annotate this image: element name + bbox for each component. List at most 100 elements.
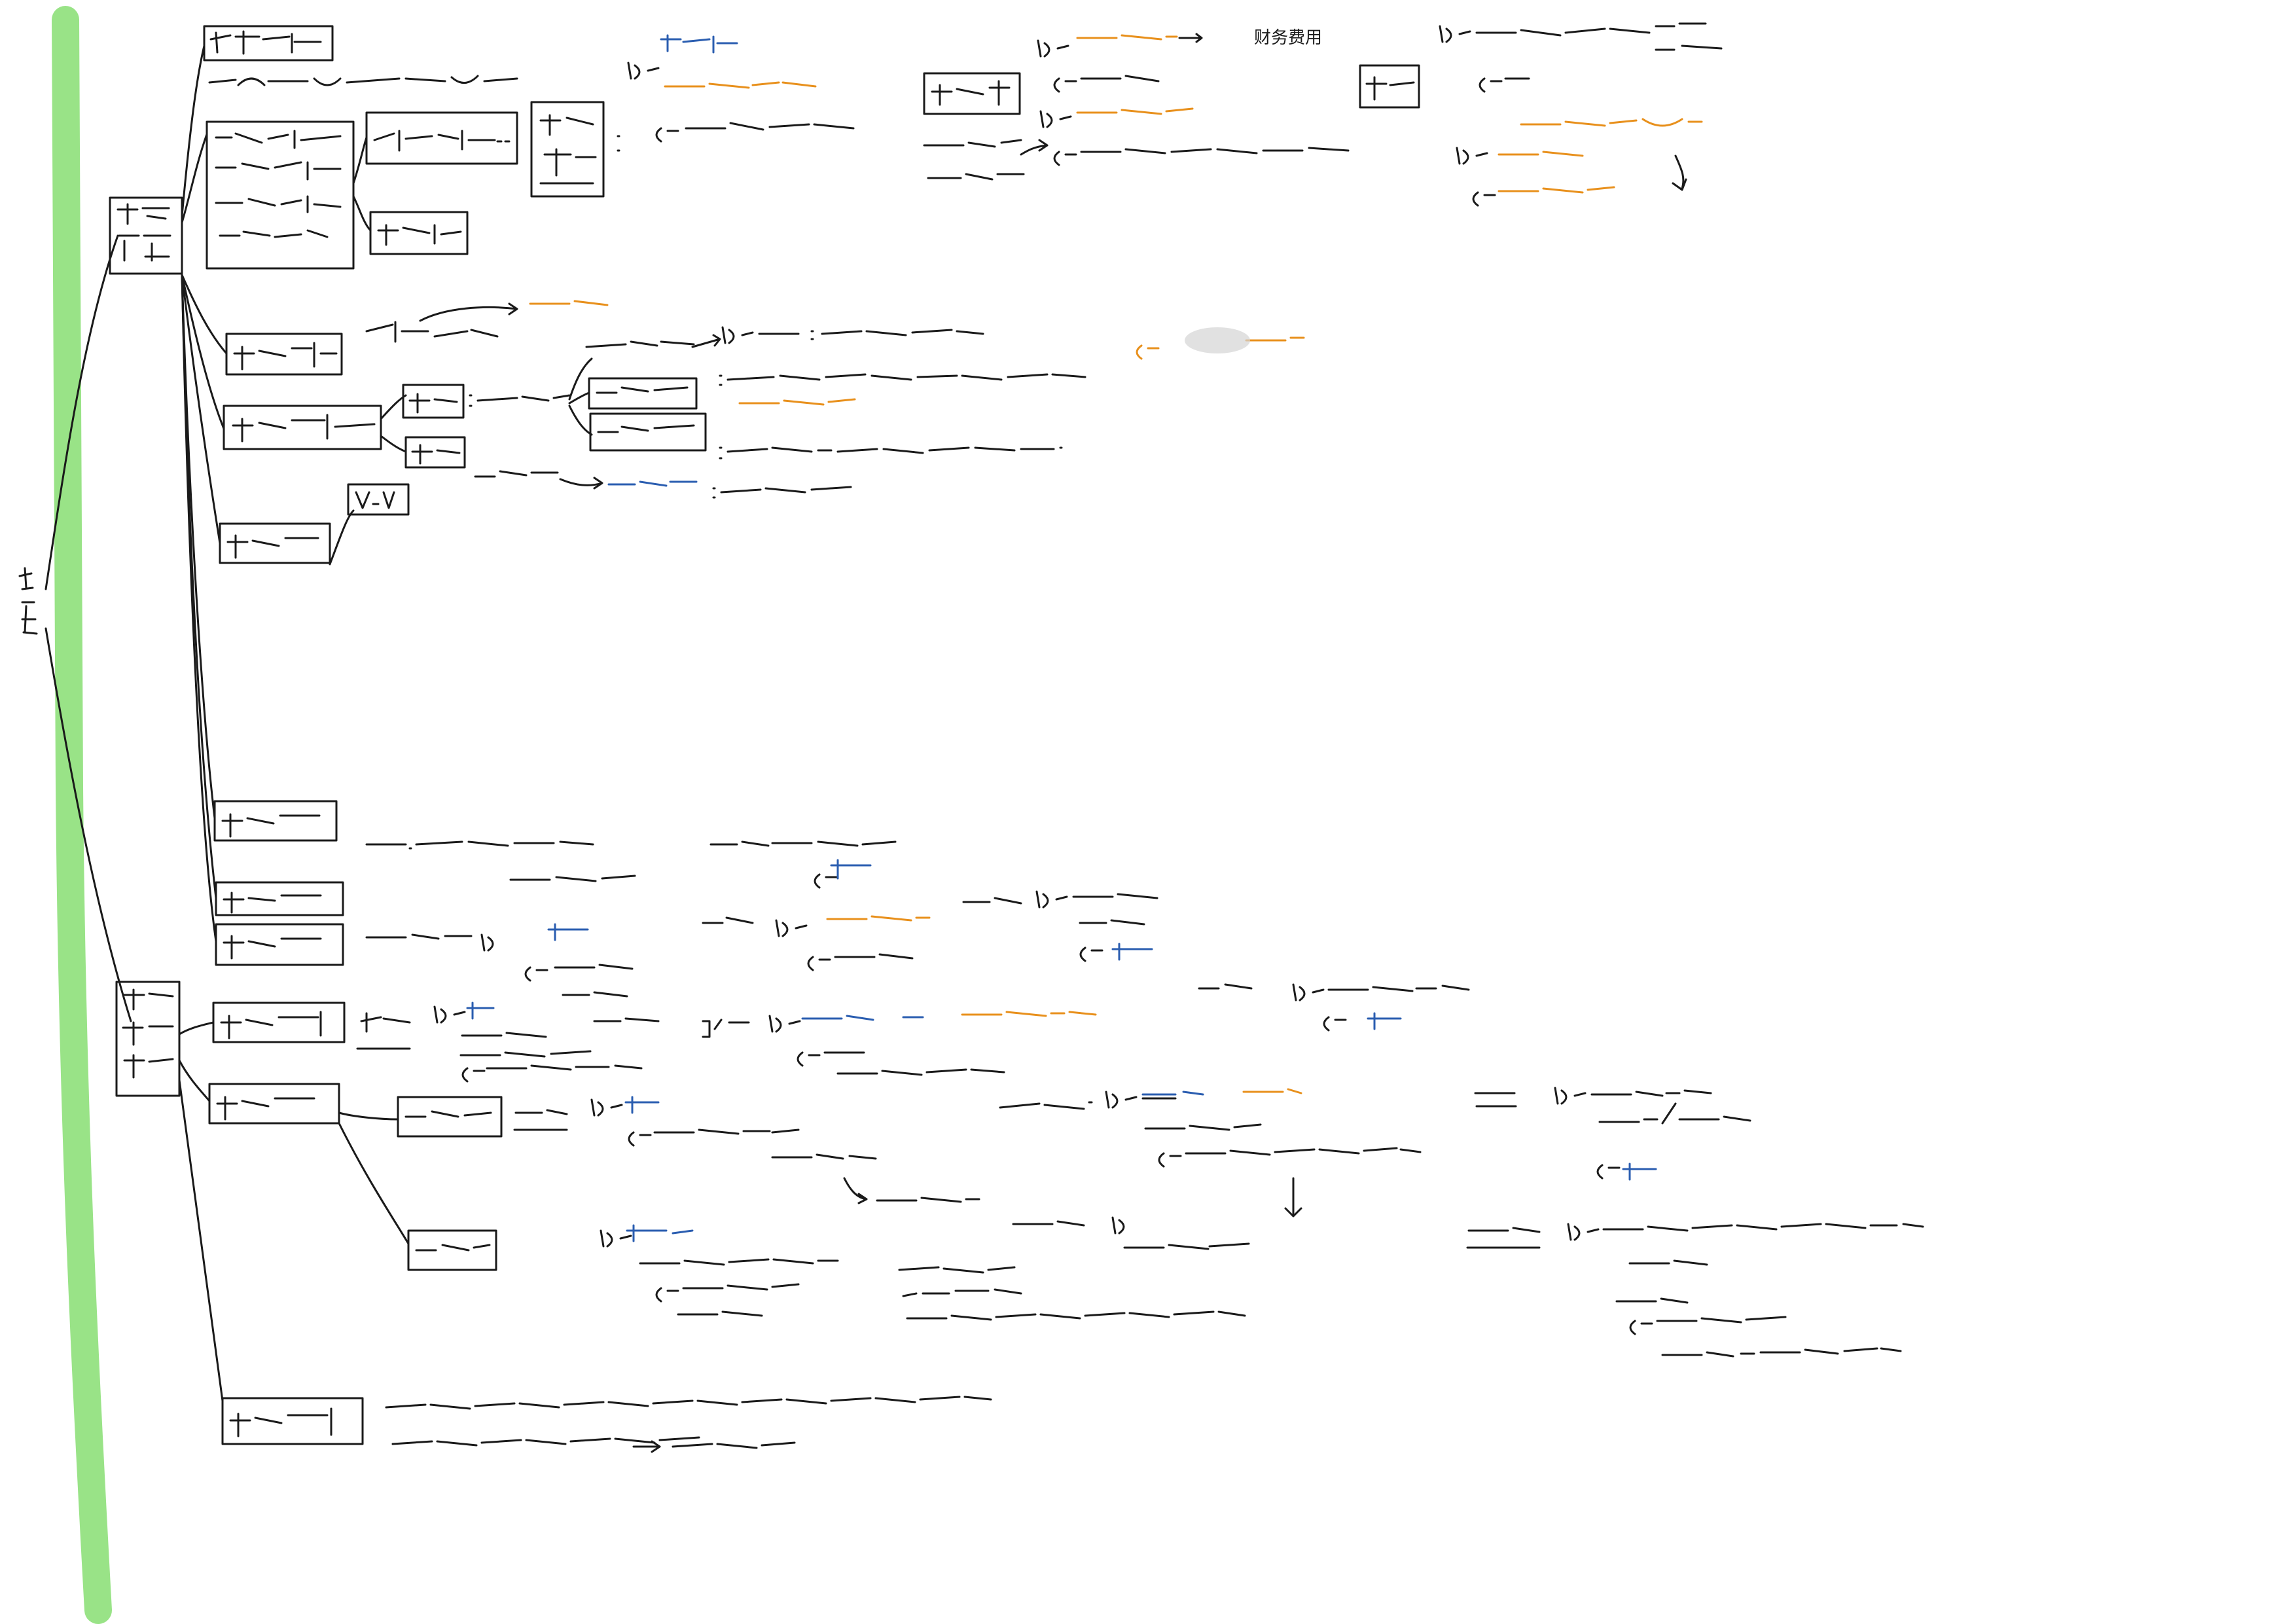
ink-orange-financing bbox=[826, 915, 931, 922]
connector-bonds-convertible bbox=[338, 1122, 410, 1245]
ink-ltloan-bs bbox=[702, 1015, 801, 1038]
ink-cash-discount bbox=[596, 386, 689, 394]
ink-designated bbox=[373, 130, 511, 152]
ink-ltloan-bs-cr bbox=[797, 1051, 1005, 1076]
ink-bond-repay-lines bbox=[1598, 1102, 1751, 1125]
ink-ltloan-repay-cr bbox=[1323, 1016, 1347, 1032]
ink-interest-payable bbox=[221, 813, 321, 838]
green-highlighter-stroke bbox=[51, 6, 112, 1624]
node-debt-waived bbox=[589, 412, 707, 452]
ink-option-discount bbox=[585, 340, 695, 348]
ink-blue-bank bbox=[660, 34, 738, 54]
ink-colon bbox=[617, 135, 620, 152]
ink-fvtpl-liabilities bbox=[215, 130, 342, 238]
ink-conversion-lines bbox=[1615, 1259, 1902, 1358]
node-taxes-payable bbox=[219, 522, 331, 564]
ink-notes-interest bbox=[365, 321, 499, 343]
ink-trading bbox=[377, 224, 462, 246]
connector-current-payables bbox=[181, 274, 225, 430]
connector-noncurrent-bonds bbox=[178, 1059, 211, 1102]
node-bonds-payable bbox=[208, 1083, 340, 1125]
connector-bonds-general bbox=[338, 1111, 399, 1121]
node-long-term-payables bbox=[221, 1397, 364, 1445]
arrow-derecognition-reclass bbox=[1672, 154, 1687, 191]
ink-ltloan-repay bbox=[1198, 983, 1470, 1001]
ink-orange-cash-discount-cr bbox=[1136, 336, 1305, 360]
ink-convertible-issue-dr bbox=[600, 1229, 632, 1248]
ink-long-term-loans bbox=[220, 1011, 322, 1039]
ink-bond-repay bbox=[1474, 1087, 1712, 1108]
ink-cash-discount-note bbox=[719, 373, 1086, 386]
ink-debt-waived-note bbox=[719, 446, 1063, 460]
ink-blue-sale-leaseback bbox=[547, 923, 589, 941]
ink-blue-ap-advance bbox=[607, 480, 698, 487]
connector-root-noncurrent bbox=[45, 627, 132, 1022]
node-fvtpl-liabilities bbox=[206, 120, 355, 270]
ink-financing bbox=[702, 916, 808, 937]
connector-current-fvtpl bbox=[181, 133, 208, 224]
ink-derecognition-cr2 bbox=[1472, 191, 1496, 207]
arrow-notes-finance-cost bbox=[419, 302, 518, 322]
ink-blue-convertible-bank bbox=[626, 1224, 694, 1242]
printed-label-finance-cost: 财务费用 bbox=[1254, 28, 1322, 48]
ink-ap-note bbox=[469, 394, 571, 407]
arrow-finance-cost bbox=[1178, 33, 1203, 43]
ink-lt-payables-note3 bbox=[672, 1441, 796, 1449]
ink-issue-dr bbox=[590, 1098, 623, 1117]
ink-lt-payables-note2 bbox=[391, 1436, 700, 1447]
arrow-advance bbox=[559, 477, 603, 490]
ink-blue-bond-repay-bank bbox=[1622, 1163, 1657, 1181]
ink-orange-notes-finance bbox=[529, 300, 609, 306]
ink-taxes-payable bbox=[226, 534, 319, 559]
ink-orange-derec-gain2 bbox=[1498, 151, 1584, 157]
ink-convertible-issue-lines bbox=[639, 1258, 839, 1317]
ink-notes-payable bbox=[233, 342, 338, 370]
ink-blue-ltloan-bank bbox=[466, 1001, 495, 1020]
connector-current-dividend bbox=[181, 274, 217, 899]
connector-payables-advance bbox=[380, 435, 407, 453]
node-long-term-loans bbox=[212, 1001, 346, 1043]
ink-noncurrent-liabilities bbox=[122, 988, 174, 1079]
ink-blue-buyback-bank bbox=[1111, 943, 1153, 961]
ink-derecognition bbox=[1365, 76, 1415, 101]
ink-blue-bond-int-construction bbox=[1141, 1091, 1204, 1096]
ink-payables-advances bbox=[232, 414, 376, 442]
ink-buyback bbox=[962, 890, 1158, 926]
ink-buyback-cr bbox=[1079, 947, 1103, 962]
node-interest-payable bbox=[213, 800, 338, 842]
connector-payables-ap bbox=[380, 394, 407, 420]
ink-lt-payables-note1 bbox=[385, 1396, 992, 1410]
ink-ltloan-borrow-lines bbox=[459, 1032, 643, 1083]
ink-dr-bank-label bbox=[627, 62, 660, 80]
ink-orange-derec-gain1 bbox=[1520, 118, 1703, 127]
node-subsequent-measurement bbox=[923, 72, 1021, 115]
ink-bonds-payable bbox=[216, 1096, 315, 1121]
ink-dividends-paid-cr bbox=[814, 873, 838, 889]
ink-derecognition-cr-bank bbox=[1479, 77, 1530, 93]
connector-fvtpl-designated bbox=[352, 136, 368, 185]
connector-noncurrent-ltpayables bbox=[178, 1079, 224, 1402]
ink-orange-derec-fv bbox=[1498, 186, 1615, 194]
node-designated bbox=[365, 111, 518, 165]
ink-other-payables bbox=[223, 935, 322, 960]
ink-derecognition-dr bbox=[1439, 25, 1651, 43]
ink-subsequent-dr-invest bbox=[1037, 39, 1069, 58]
ink-accounts-payable bbox=[408, 393, 458, 414]
ink-debt-waived bbox=[597, 424, 695, 433]
arrow-lt-payables bbox=[632, 1440, 661, 1453]
node-cash-discount bbox=[588, 377, 698, 410]
ink-general-bonds bbox=[404, 1110, 492, 1118]
ink-issue bbox=[513, 1109, 568, 1131]
ink-orange-invest-gain bbox=[664, 81, 817, 89]
ink-sale-leaseback-cr bbox=[524, 964, 660, 1022]
ink-advance-note2 bbox=[712, 486, 852, 499]
ink-blue-ltloan-repay-bank bbox=[1367, 1012, 1402, 1030]
ink-advance-receipts bbox=[411, 444, 461, 465]
ink-dr-ap-note bbox=[721, 326, 984, 344]
node-notes-payable bbox=[225, 333, 343, 376]
ink-ltloan-borrow bbox=[356, 1012, 411, 1050]
ink-orange-bs-expense bbox=[961, 1011, 1097, 1017]
node-noncurrent-liabilities bbox=[115, 981, 181, 1097]
node-other-payables bbox=[215, 923, 344, 966]
